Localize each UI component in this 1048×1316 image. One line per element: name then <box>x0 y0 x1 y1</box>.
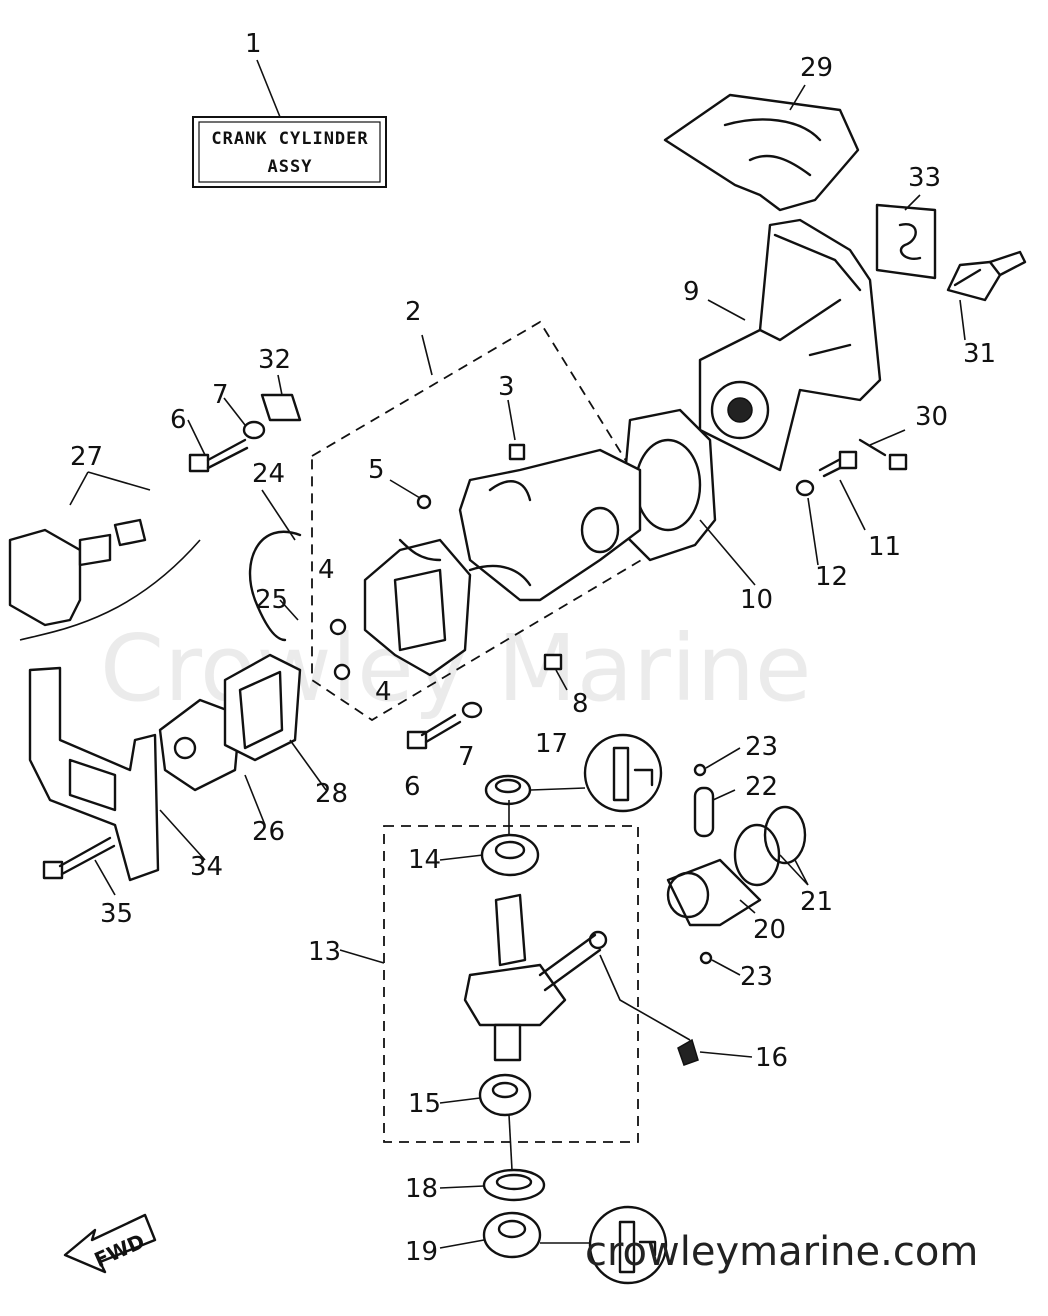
connecting-rod <box>538 933 602 992</box>
cylinder-cover-plate <box>663 93 860 212</box>
washer-12 <box>795 479 815 497</box>
callout-27: 27 <box>70 442 103 472</box>
bolt-30 <box>858 438 908 471</box>
bearing-19 <box>482 1211 542 1259</box>
crankshaft <box>463 893 567 1062</box>
callout-21: 21 <box>800 887 833 917</box>
assembly-label-box: CRANK CYLINDER ASSY <box>192 116 387 188</box>
cylinder-assembly-outline <box>311 320 677 722</box>
callout-14: 14 <box>408 845 441 875</box>
callout-8: 8 <box>572 689 589 719</box>
screw-4-upper <box>329 618 347 636</box>
callout-9: 9 <box>683 277 700 307</box>
piston-ring-b <box>763 805 807 865</box>
clamp-32 <box>260 393 302 422</box>
callout-25: 25 <box>255 585 288 615</box>
bolt-11 <box>818 450 858 478</box>
callout-23a: 23 <box>745 732 778 762</box>
callout-23b: 23 <box>740 962 773 992</box>
website-url: crowleymarine.com <box>585 1229 978 1275</box>
reed-valve <box>158 698 242 792</box>
screw-4-lower <box>333 663 351 681</box>
fuel-hose <box>248 530 302 642</box>
callout-35: 35 <box>100 899 133 929</box>
callout-6b: 6 <box>404 772 421 802</box>
forward-direction-arrow: FWD <box>63 1213 157 1274</box>
callout-29: 29 <box>800 53 833 83</box>
bearing-detail-inset-upper <box>583 733 663 813</box>
callout-18: 18 <box>405 1174 438 1204</box>
assembly-label-line2: ASSY <box>268 157 313 177</box>
bearing-17 <box>484 774 532 806</box>
callout-17: 17 <box>535 729 568 759</box>
callout-12: 12 <box>815 562 848 592</box>
plate-assembly <box>8 518 201 641</box>
callout-34: 34 <box>190 852 223 882</box>
dowel-8 <box>543 653 563 671</box>
callout-19: 19 <box>405 1237 438 1267</box>
crankcase-body <box>458 448 642 602</box>
warning-label <box>875 203 937 280</box>
piston <box>666 858 762 927</box>
piston-ring-a <box>733 823 781 887</box>
callout-30: 30 <box>915 402 948 432</box>
clip-23-lower <box>699 951 713 965</box>
bearing-14 <box>480 833 540 877</box>
callout-11: 11 <box>868 532 901 562</box>
callout-15: 15 <box>408 1089 441 1119</box>
spark-plug <box>946 250 1027 302</box>
piston-pin <box>693 786 715 838</box>
callout-24: 24 <box>252 459 285 489</box>
bolt-6-lower <box>406 713 462 750</box>
clip-23-upper <box>693 763 707 777</box>
callout-22: 22 <box>745 772 778 802</box>
callout-2: 2 <box>405 297 422 327</box>
dowel-3 <box>508 443 526 461</box>
callout-4b: 4 <box>375 677 392 707</box>
callout-4a: 4 <box>318 555 335 585</box>
bolt-35 <box>42 836 116 880</box>
callout-31: 31 <box>963 339 996 369</box>
bearing-15 <box>478 1073 532 1117</box>
callout-20: 20 <box>753 915 786 945</box>
seal-18 <box>482 1168 546 1202</box>
callout-13: 13 <box>308 937 341 967</box>
callout-5: 5 <box>368 455 385 485</box>
washer-7-lower <box>461 701 483 719</box>
washer-7-upper <box>242 420 266 440</box>
callout-7a: 7 <box>212 380 229 410</box>
callout-16: 16 <box>755 1043 788 1073</box>
assembly-label-line1: CRANK CYLINDER <box>211 129 368 149</box>
screw-5 <box>416 494 432 510</box>
callout-26: 26 <box>252 817 285 847</box>
mounting-bracket <box>28 666 160 882</box>
callout-6a: 6 <box>170 405 187 435</box>
needle-bearing <box>677 1038 699 1066</box>
callout-33: 33 <box>908 163 941 193</box>
bolt-6-upper <box>188 438 249 473</box>
callout-7b: 7 <box>458 742 475 772</box>
callout-32: 32 <box>258 345 291 375</box>
callout-10: 10 <box>740 585 773 615</box>
callout-1: 1 <box>245 29 262 59</box>
callout-3: 3 <box>498 372 515 402</box>
cylinder-block <box>698 218 882 472</box>
intake-housing <box>363 538 472 677</box>
callout-28: 28 <box>315 779 348 809</box>
bearing-detail-inset-lower <box>588 1205 668 1285</box>
